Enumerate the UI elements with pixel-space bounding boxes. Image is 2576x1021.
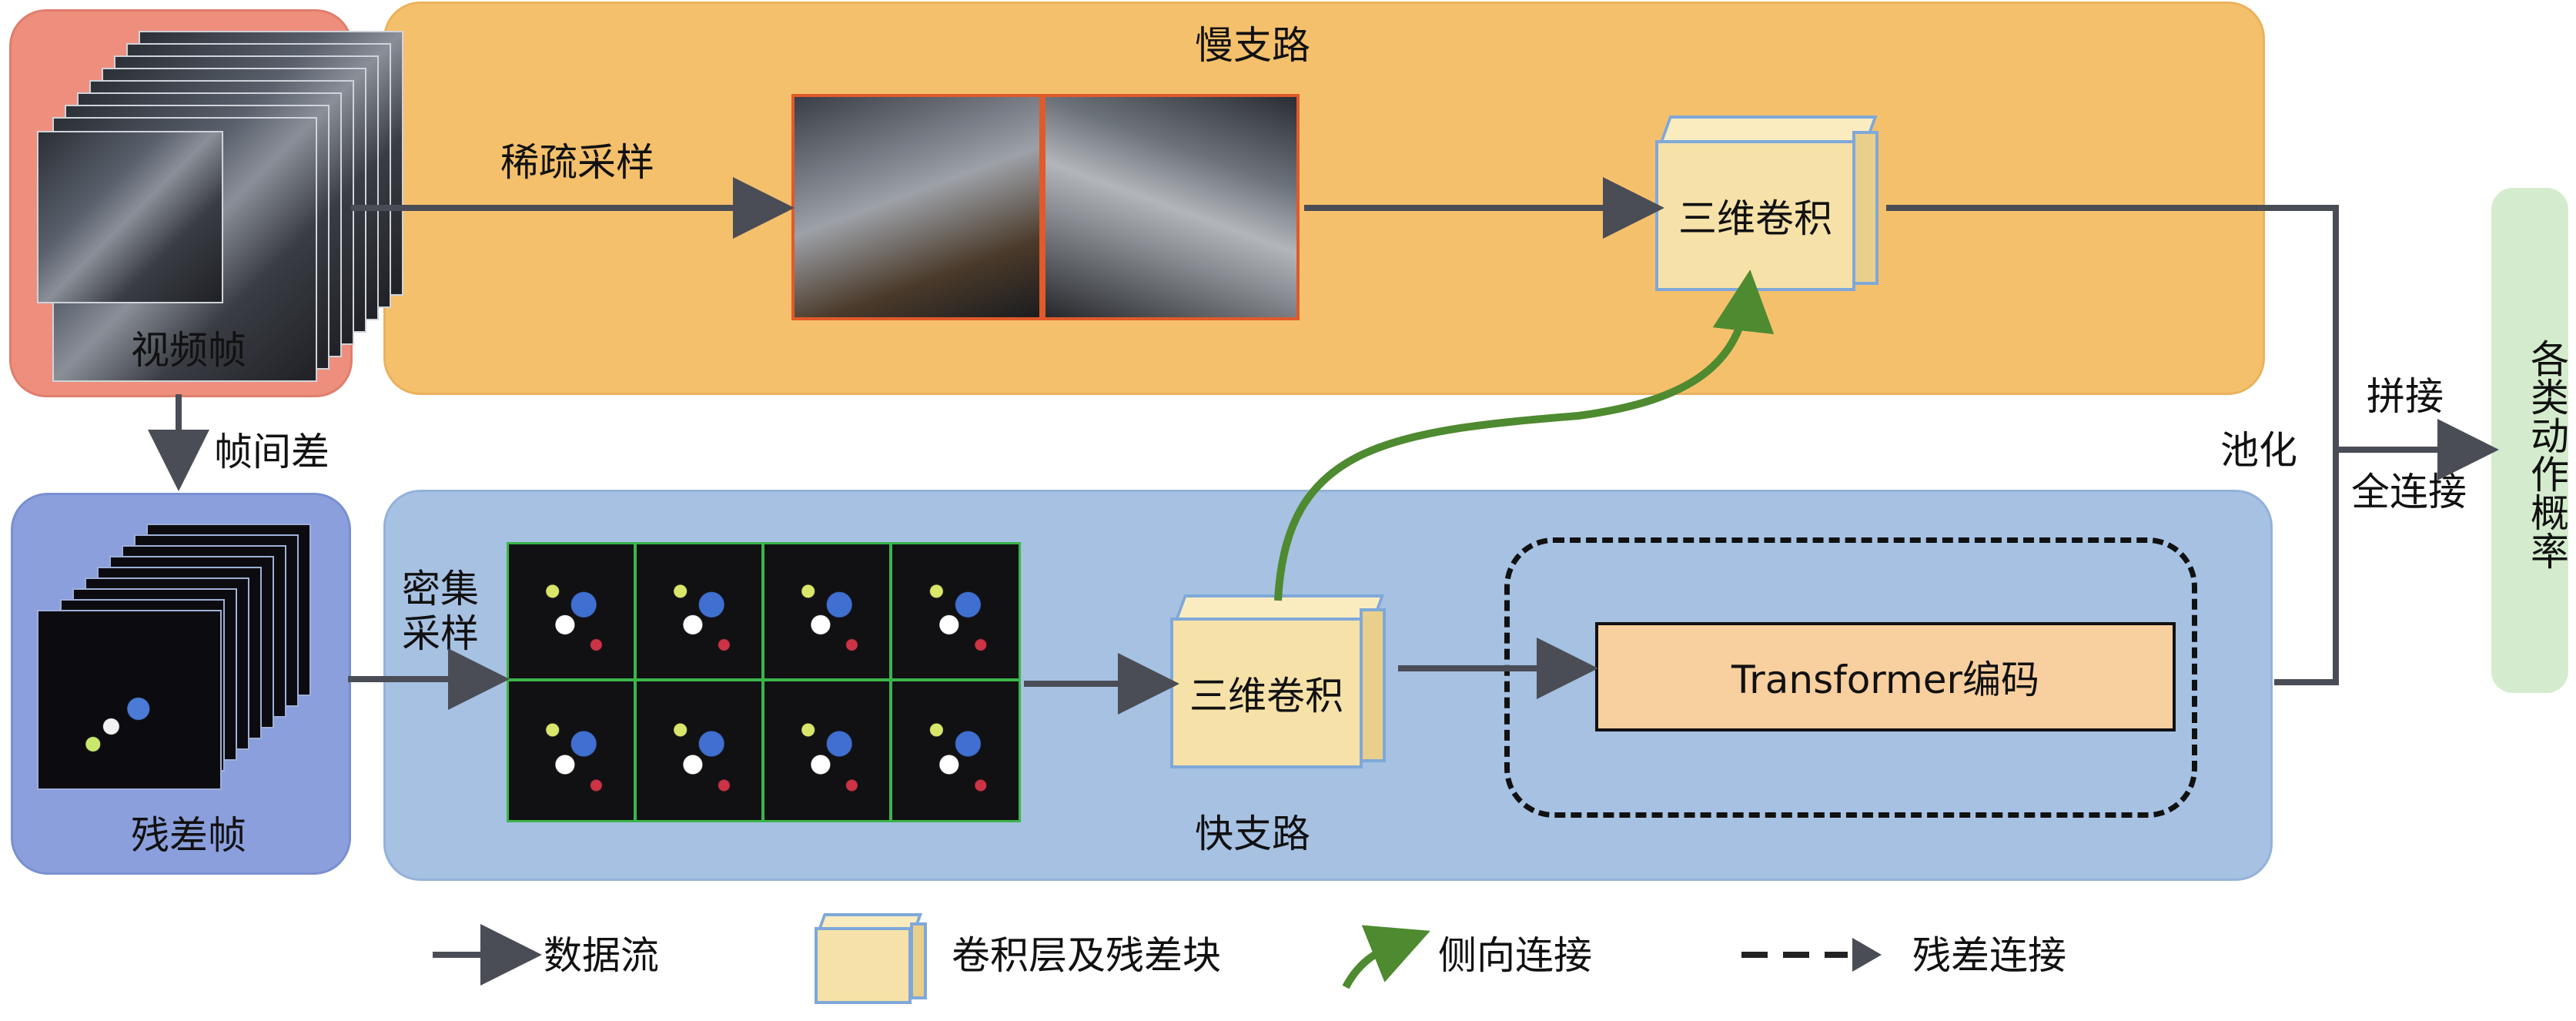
- slow-path-title: 慢支路: [1195, 23, 1310, 68]
- dense-frame: [890, 679, 1021, 822]
- video-frame-front: [37, 131, 223, 303]
- legend-lateral-label: 侧向连接: [1438, 933, 1592, 978]
- output-label: 各类动作概率: [2524, 339, 2569, 570]
- legend-lateral-arrow: [1342, 925, 1430, 989]
- residual-frame-stack: [31, 524, 323, 801]
- sparse-frame-2: [1042, 94, 1300, 320]
- video-frames-label: 视频帧: [131, 328, 246, 373]
- conv3d-slow-label: 三维卷积: [1678, 196, 1832, 241]
- output-panel: [2491, 188, 2568, 693]
- dense-frame: [507, 679, 636, 822]
- residual-dashed-box: [1504, 537, 2197, 818]
- lateral-connection-curve: [1274, 269, 1775, 601]
- dense-frame: [507, 542, 636, 681]
- dense-frame: [762, 679, 892, 822]
- sparse-frame-1: [791, 94, 1042, 320]
- slow-path-panel: [383, 2, 2265, 395]
- pooling-label: 池化: [2220, 428, 2297, 473]
- dense-frame: [762, 542, 892, 681]
- transformer-label: Transformer编码: [1731, 658, 2040, 702]
- dense-frame-grid: [507, 542, 1022, 824]
- residual-frame-front: [37, 610, 222, 790]
- line-fast-to-merge: [2274, 439, 2339, 685]
- dense-sampling-label-1: 密集: [402, 567, 479, 611]
- transformer-encoder-box: Transformer编码: [1595, 622, 2176, 731]
- legend-conv-block-label: 卷积层及残差块: [952, 933, 1221, 978]
- line-slow-to-merge: [1886, 205, 2339, 454]
- concat-label: 拼接: [2367, 374, 2444, 419]
- frame-diff-label: 帧间差: [214, 430, 330, 474]
- conv3d-fast-label: 三维卷积: [1189, 674, 1343, 718]
- video-frame-stack: [31, 31, 403, 382]
- legend-residual-label: 残差连接: [1912, 933, 2066, 978]
- dense-frame: [634, 542, 764, 681]
- dense-sampling-label-2: 采样: [402, 611, 479, 656]
- fast-path-title: 快支路: [1195, 812, 1310, 856]
- residual-frames-label: 残差帧: [131, 813, 246, 858]
- dense-frame: [890, 542, 1021, 681]
- dense-frame: [634, 679, 764, 822]
- sparse-sampling-label: 稀疏采样: [500, 140, 654, 185]
- legend-data-flow-label: 数据流: [544, 933, 659, 978]
